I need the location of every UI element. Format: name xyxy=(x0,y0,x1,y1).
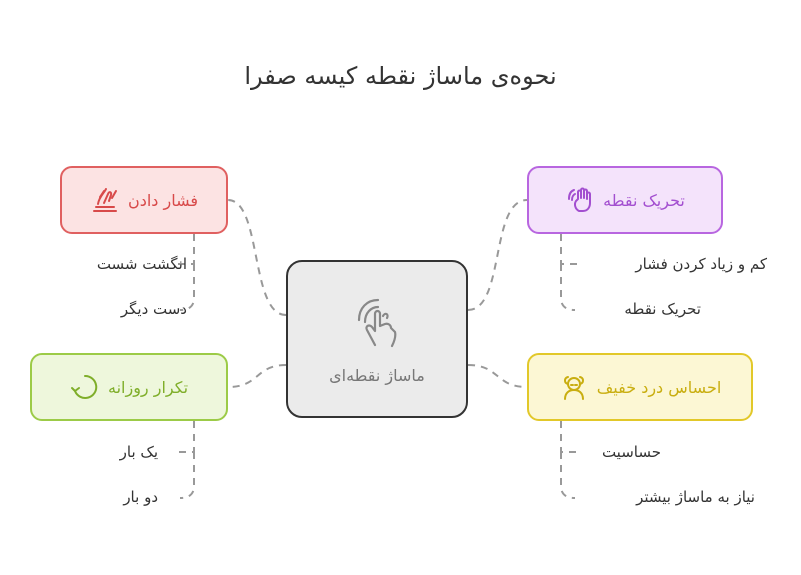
link-repeat-leaf-1 xyxy=(176,421,195,453)
leaf-pain-2: نیاز به ماساژ بیشتر xyxy=(636,488,755,506)
link-center-repeat xyxy=(227,364,287,388)
link-stimulate-leaf-2 xyxy=(560,264,576,311)
leaf-pain-1: حساسیت xyxy=(601,443,661,461)
link-pain-leaf-1 xyxy=(560,421,578,453)
branch-stimulate-label: تحریک نقطه xyxy=(603,190,685,210)
leaf-pressure-2: دست دیگر xyxy=(120,300,187,318)
branch-pressure-label: فشار دادن xyxy=(127,190,199,210)
branch-stimulate: تحریک نقطه xyxy=(527,166,723,234)
branch-pain-label: احساس درد خفیف xyxy=(596,377,722,397)
leaf-repeat-2: دو بار xyxy=(123,488,158,506)
diagram-title: نحوه‌ی ماساژ نقطه کیسه صفرا xyxy=(244,62,557,90)
hand-pressing-icon xyxy=(90,185,120,215)
link-center-pressure xyxy=(227,199,287,316)
link-pain-leaf-2 xyxy=(560,452,576,499)
hand-tap-icon xyxy=(345,290,411,356)
link-repeat-leaf-2 xyxy=(179,452,195,499)
leaf-stimulate-2: تحریک نقطه xyxy=(624,300,701,318)
center-label: ماساژ نقطه‌ای xyxy=(329,366,425,385)
person-pain-icon xyxy=(559,372,589,402)
branch-repeat-label: تکرار روزانه xyxy=(107,377,189,397)
link-pressure-leaf-2 xyxy=(179,264,195,311)
leaf-pressure-1: انگشت شست xyxy=(96,255,187,273)
leaf-stimulate-1: کم و زیاد کردن فشار xyxy=(635,255,767,273)
circular-arrow-icon xyxy=(70,372,100,402)
hand-waves-icon xyxy=(565,185,595,215)
branch-repeat: تکرار روزانه xyxy=(30,353,228,421)
branch-pain: احساس درد خفیف xyxy=(527,353,753,421)
branch-pressure: فشار دادن xyxy=(60,166,228,234)
leaf-repeat-1: یک بار xyxy=(119,443,158,461)
link-center-pain xyxy=(467,364,528,388)
link-center-stimulate xyxy=(467,199,528,311)
link-stimulate-leaf-1 xyxy=(560,234,578,265)
center-node: ماساژ نقطه‌ای xyxy=(286,260,468,418)
